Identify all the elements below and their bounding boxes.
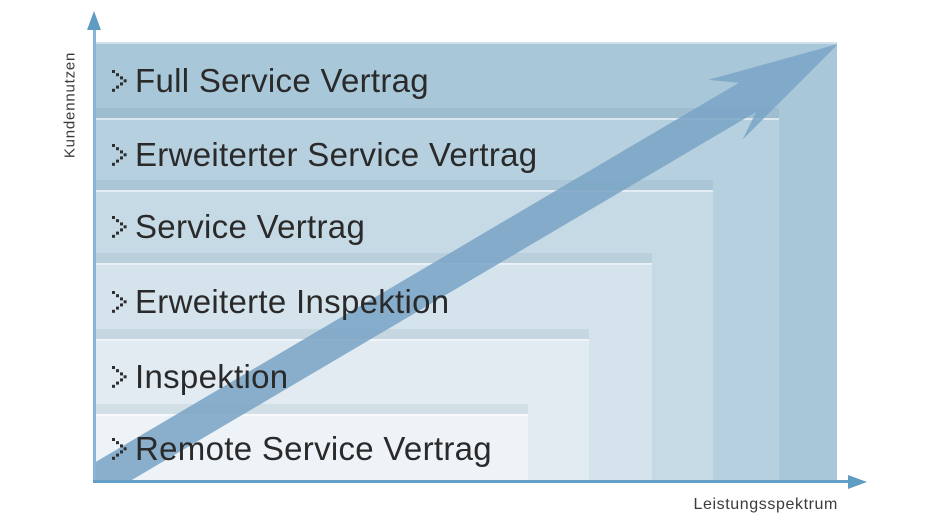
service-level-row: Erweiterter Service Vertrag bbox=[112, 137, 537, 171]
service-level-label: Erweiterte Inspektion bbox=[135, 282, 450, 320]
chevron-right-icon bbox=[112, 216, 127, 238]
y-axis-line bbox=[93, 28, 96, 482]
x-axis-line bbox=[93, 480, 849, 483]
x-axis-label: Leistungsspektrum bbox=[693, 496, 838, 513]
service-level-row: Erweiterte Inspektion bbox=[112, 284, 449, 318]
x-axis-arrowhead-icon bbox=[848, 474, 867, 489]
chart-area bbox=[95, 42, 837, 482]
chevron-right-icon bbox=[112, 366, 127, 388]
growth-arrow bbox=[95, 44, 837, 482]
service-level-row: Remote Service Vertrag bbox=[112, 431, 492, 465]
service-level-label: Remote Service Vertrag bbox=[135, 429, 492, 467]
service-level-label: Inspektion bbox=[135, 358, 289, 395]
service-level-label: Full Service Vertrag bbox=[135, 61, 429, 99]
chevron-right-icon bbox=[112, 290, 127, 313]
service-level-row: Full Service Vertrag bbox=[112, 63, 429, 97]
chevron-right-icon bbox=[112, 437, 127, 460]
y-axis-arrowhead-icon bbox=[87, 11, 101, 30]
chevron-right-icon bbox=[112, 143, 127, 166]
service-level-row: Service Vertrag bbox=[112, 210, 365, 244]
y-axis-label: Kundennutzen bbox=[61, 51, 79, 159]
service-level-row: Inspektion bbox=[112, 360, 288, 394]
chevron-right-icon bbox=[112, 69, 127, 92]
service-level-label: Erweiterter Service Vertrag bbox=[135, 135, 538, 173]
service-level-label: Service Vertrag bbox=[135, 208, 366, 245]
